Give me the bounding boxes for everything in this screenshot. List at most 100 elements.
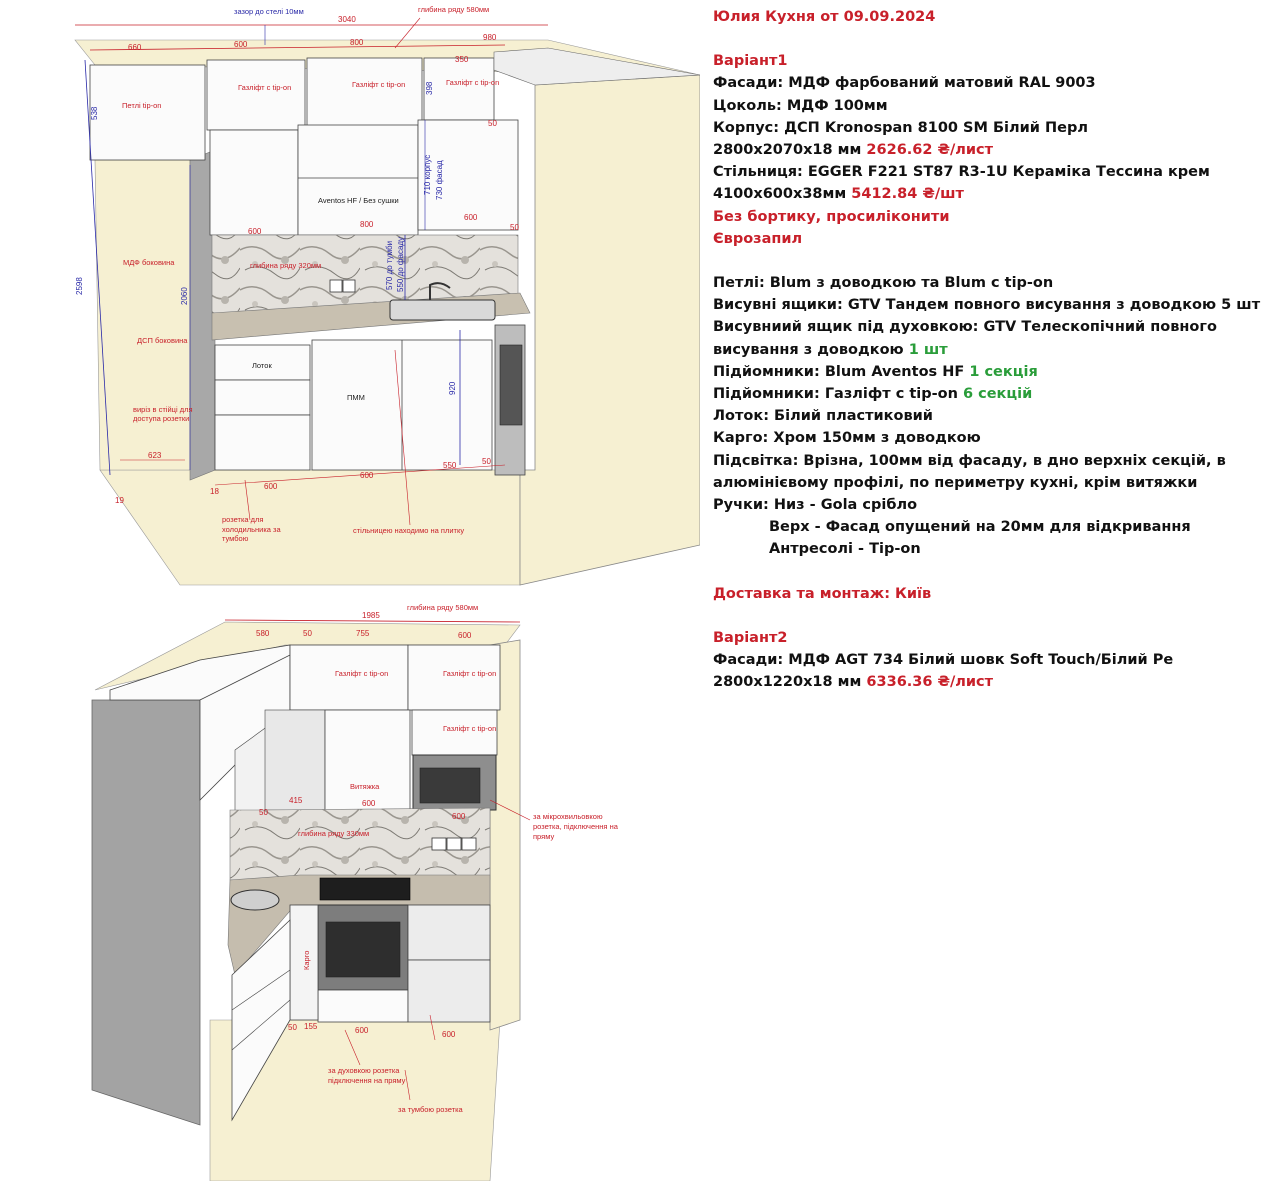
dim-155: 155 (304, 1022, 318, 1031)
cabinet-socket-label: за тумбою розетка (398, 1105, 464, 1114)
dim-600-top: 600 (458, 631, 472, 640)
mezzanine-2 (206, 59, 306, 131)
dim-580: 580 (256, 629, 270, 638)
tall-side-panel (91, 699, 201, 1126)
mezzanine-left (89, 64, 206, 161)
dim-600-upper-right: 600 (464, 213, 478, 222)
dim-50: 50 (488, 119, 497, 128)
dim-570: 570 до тумби (385, 241, 394, 290)
dim-2598: 2598 (75, 277, 84, 295)
spec-cargo: Карго: Хром 150мм з доводкою (713, 430, 981, 447)
socket-icon (431, 837, 447, 851)
cooktop (319, 877, 411, 901)
microwave-socket-label: за мікрохвильовкою розетка, підключення … (533, 812, 618, 841)
left-base-drawers (231, 919, 291, 1122)
upper-cabinet-1 (209, 129, 299, 236)
dim-538: 538 (90, 106, 99, 120)
dsp-side-label: ДСП боковина (137, 336, 188, 345)
drawing-2-corner-view: 1985 глибина ряду 580мм 580 50 755 600 Г… (91, 603, 618, 1181)
base-drawer-2 (407, 959, 491, 1023)
dim-600-mid-right: 600 (452, 812, 466, 821)
dim-600-base-2: 600 (360, 471, 374, 480)
spec-delivery: Доставка та монтаж: Київ (713, 585, 932, 602)
dim-550-vertical: 550 до фасаду (396, 237, 405, 292)
variant2-heading: Варіант2 (713, 629, 788, 646)
spec-oven-drawer-row: висування з доводкою 1 шт (713, 339, 1273, 361)
spec-oven-drawer-2: висування з доводкою (713, 341, 904, 358)
dishwasher-label: ПММ (347, 393, 365, 402)
dim-550: 550 (443, 461, 457, 470)
gaslift-cabinet-3 (411, 709, 498, 756)
ceiling-gap-label: зазор до стелі 10мм (234, 7, 304, 16)
kitchen-drawings: зазор до стелі 10мм глибина ряду 580мм 3… (74, 5, 700, 1181)
dim-980: 980 (483, 33, 497, 42)
spec-body-size-row: 2800x2070x18 мм 2626.62 ₴/лист (713, 139, 1273, 161)
depth-330-label: глибина ряду 330мм (298, 829, 369, 838)
variant2-facades: Фасади: МДФ AGT 734 Білий шовк Soft Touc… (713, 652, 1174, 691)
variant2-facades-row: Фасади: МДФ AGT 734 Білий шовк Soft Touc… (713, 649, 1273, 693)
spec-body-price: 2626.62 ₴/лист (866, 142, 994, 159)
dim-755: 755 (356, 629, 370, 638)
spec-countertop-size-row: 4100x600x38мм 5412.84 ₴/шт (713, 183, 1273, 205)
dim-50-upper: 50 (510, 223, 519, 232)
socket-icon (446, 837, 462, 851)
hinges-tipon-label: Петлі tip-on (122, 101, 161, 110)
dim-18: 18 (210, 487, 219, 496)
gaslift-label-4: Газліфт с tip-on (335, 669, 388, 678)
socket-icon (329, 279, 343, 293)
hood-label: Витяжка (350, 782, 380, 791)
dim-350: 350 (455, 55, 469, 64)
dim-50-bottom: 50 (288, 1023, 297, 1032)
spec-oven-drawer-1: Висувниий ящик під духовкою: GTV Телеско… (713, 319, 1217, 336)
spec-body: Корпус: ДСП Kronospan 8100 SM Білий Перл (713, 119, 1088, 136)
gaslift-label-1: Газліфт с tip-on (238, 83, 291, 92)
gaslift-label-6: Газліфт с tip-on (443, 724, 496, 733)
spec-lifts1-row: Підйомники: Blum Aventos HF 1 секція (713, 361, 1273, 383)
spec-body-size: 2800x2070x18 мм (713, 142, 862, 159)
spec-facades: Фасади: МДФ фарбований матовий RAL 9003 (713, 75, 1096, 92)
spec-lifts1-qty: 1 секція (969, 363, 1038, 380)
aventos-label: Aventos HF / Без сушки (318, 196, 399, 205)
cargo-label: Карго (302, 951, 311, 970)
depth-320-label: глибина ряду 320мм (250, 261, 321, 270)
base-drawer-1 (407, 904, 491, 961)
gaslift-label-2: Газліфт с tip-on (352, 80, 405, 89)
dim-600-base: 600 (264, 482, 278, 491)
dim-600-bottom: 600 (355, 1026, 369, 1035)
dim-1985: 1985 (362, 611, 380, 620)
mezzanine-3 (306, 57, 423, 127)
mezzanine-corner (493, 47, 700, 86)
socket-icon (342, 279, 356, 293)
mezzanine-4 (423, 57, 495, 121)
spec-countertop-price: 5412.84 ₴/шт (851, 186, 964, 203)
right-side-panel (519, 74, 700, 586)
oven-socket-label: за духовкою розетка підключення на пряму (328, 1066, 405, 1085)
dim-2060: 2060 (180, 287, 189, 305)
socket-cutout-label: виріз в стійці для доступа розетки (133, 405, 193, 423)
dim-920: 920 (448, 381, 457, 395)
fridge-socket-label: розетка для холодильника за тумбою (222, 515, 281, 543)
spec-lifts2: Підйомники: Газліфт с tip-on (713, 386, 958, 403)
dim-730: 730 фасад (435, 160, 444, 200)
spec-no-edge: Без бортику, просиліконити (713, 208, 950, 225)
cargo-unit (289, 904, 319, 1021)
spec-drawers: Висувні ящики: GTV Тандем повного висува… (713, 297, 1261, 314)
spec-countertop: Стільниця: EGGER F221 ST87 R3-1U Керамік… (713, 164, 1210, 181)
socket-icon (461, 837, 477, 851)
dim-623: 623 (148, 451, 162, 460)
countertop-tile-label: стільницею находимо на плитку (353, 526, 464, 535)
dim-50-base: 50 (482, 457, 491, 466)
dim-50-mid: 50 (259, 808, 268, 817)
spec-lifts2-qty: 6 секцій (962, 386, 1033, 403)
drawer-3 (214, 414, 311, 471)
spec-handles-2: Верх - Фасад опущений на 20мм для відкри… (769, 519, 1191, 536)
faucet-icon (429, 282, 451, 300)
spec-handles-3: Антресолі - Tip-on (769, 541, 921, 558)
drawing-1-front-view: зазор до стелі 10мм глибина ряду 580мм 3… (74, 5, 700, 586)
spec-lighting-2: алюмінієвому профілі, по периметру кухні… (713, 474, 1198, 491)
hood-cabinet (324, 709, 411, 811)
spec-lighting-1: Підсвітка: Врізна, 100мм від фасаду, в д… (713, 452, 1226, 469)
dim-800: 800 (350, 38, 364, 47)
variant2-price: 6336.36 ₴/лист (866, 674, 994, 691)
marble-backsplash-2 (229, 807, 491, 881)
